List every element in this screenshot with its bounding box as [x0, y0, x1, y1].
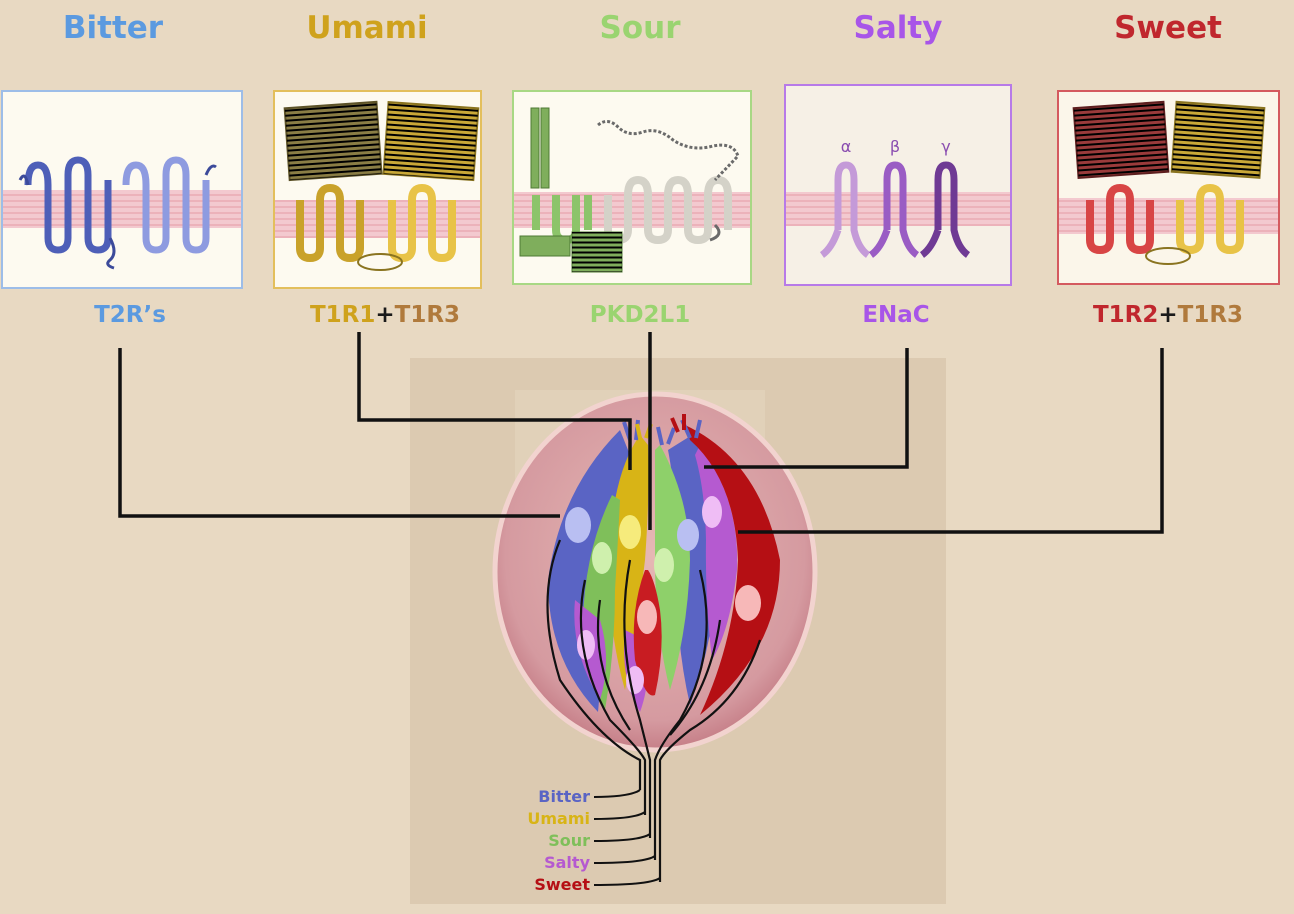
receptor-names: T2R’s T1R1+T1R3 PKD2L1 ENaC T1R2+T1R3	[94, 302, 1243, 328]
nerve-fibers	[546, 539, 762, 882]
umami-connector	[357, 332, 632, 470]
legend-sour: Sour	[548, 831, 590, 850]
fiber-legend: Bitter Umami Sour Salty Sweet	[527, 787, 661, 894]
title-sweet: Sweet	[1114, 10, 1222, 46]
legend-sweet: Sweet	[534, 875, 590, 894]
beta-subunit-icon	[868, 161, 920, 258]
receptor-sweet: T1R2+T1R3	[1093, 302, 1243, 328]
connector-lines	[118, 332, 1164, 534]
bitter-connector	[118, 348, 560, 518]
sour-receptor-panel	[512, 90, 752, 285]
title-umami: Umami	[306, 10, 427, 46]
legend-bitter: Bitter	[538, 787, 590, 806]
alpha-subunit-label: α	[841, 137, 852, 156]
taste-bud	[492, 391, 818, 882]
beta-subunit-label: β	[890, 137, 900, 156]
bitter-receptor-panel	[1, 90, 243, 289]
taste-titles: Bitter Umami Sour Salty Sweet	[63, 10, 1222, 46]
receptor-sour: PKD2L1	[590, 302, 690, 328]
sweet-connector	[738, 348, 1164, 534]
legend-salty: Salty	[544, 853, 590, 872]
umami-receptor-panel	[273, 90, 482, 289]
title-bitter: Bitter	[63, 10, 164, 46]
title-salty: Salty	[854, 10, 943, 46]
alpha-subunit-icon	[819, 161, 871, 258]
salty-connector	[704, 348, 909, 469]
receptor-umami: T1R1+T1R3	[310, 302, 460, 328]
legend-umami: Umami	[527, 809, 590, 828]
salty-receptor-panel: α β γ	[784, 84, 1012, 286]
receptor-salty: ENaC	[862, 302, 929, 328]
t2r-helices-icon	[18, 156, 217, 270]
title-sour: Sour	[600, 10, 682, 46]
salty-cell	[695, 445, 738, 660]
gamma-subunit-label: γ	[941, 137, 950, 156]
gamma-subunit-icon	[919, 161, 971, 258]
sweet-cell	[685, 425, 780, 715]
sweet-receptor-panel	[1057, 90, 1280, 285]
receptor-bitter: T2R’s	[94, 302, 166, 328]
